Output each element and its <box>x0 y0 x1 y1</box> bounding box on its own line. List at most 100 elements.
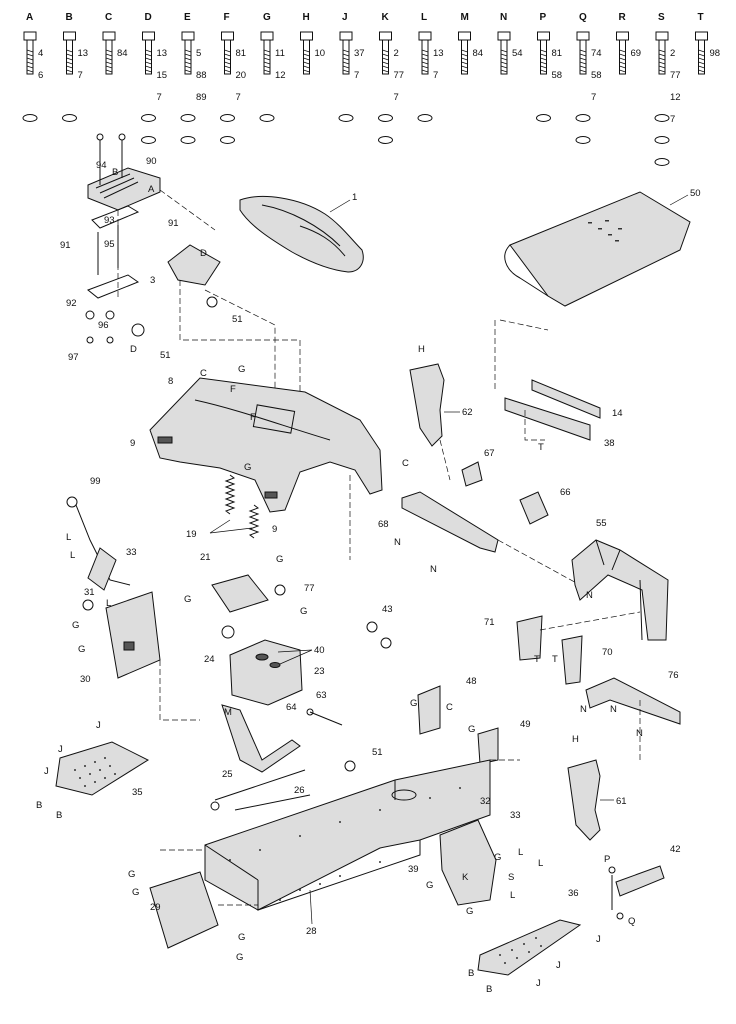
callout-71: 71 <box>484 617 495 628</box>
callout-77: 77 <box>304 583 315 594</box>
ref-N1: N <box>394 537 401 548</box>
hardware-item-number: 7 <box>394 92 399 103</box>
callout-24: 24 <box>204 654 215 665</box>
nut-washer-icon <box>141 114 156 122</box>
ref-S: S <box>508 872 514 883</box>
hardware-item-number: 20 <box>236 70 247 81</box>
nut-washer-icon <box>654 114 670 122</box>
hardware-part-icon <box>102 31 116 75</box>
callout-91b: 91 <box>168 218 179 229</box>
callout-28: 28 <box>306 926 317 937</box>
callout-23: 23 <box>314 666 325 677</box>
hardware-item-number: 88 <box>196 70 207 81</box>
assembly-lines <box>159 319 641 760</box>
rear-frame: 55 N <box>571 518 669 641</box>
hardware-part-icon <box>142 31 155 75</box>
ref-G16: G <box>236 952 243 963</box>
nut-washer-icon <box>220 114 235 122</box>
ref-G7: G <box>244 462 251 473</box>
hardware-letter: P <box>540 12 547 23</box>
hardware-part-icon <box>655 31 669 75</box>
callout-68: 68 <box>378 519 389 530</box>
hardware-letter: K <box>382 12 390 23</box>
ref-F2: F <box>250 412 256 423</box>
hardware-item-number: 4 <box>38 48 43 59</box>
hardware-letter: E <box>184 12 191 23</box>
hardware-letter: N <box>500 12 507 23</box>
hardware-item-number: 98 <box>710 48 721 59</box>
hardware-column-n: N54 <box>497 12 523 75</box>
ref-G8: G <box>410 698 417 709</box>
hardware-item-number: 7 <box>354 70 359 81</box>
callout-31: 31 <box>84 587 95 598</box>
hardware-part-icon <box>23 31 37 75</box>
rear-bumper-bar: 14 38 T <box>494 320 623 453</box>
handle-42: 42 P Q <box>604 844 681 927</box>
fuel-tank: 40 23 <box>229 639 325 706</box>
ref-B4: B <box>486 984 492 995</box>
ref-A: A <box>148 184 155 195</box>
hardware-item-number: 69 <box>631 48 642 59</box>
ref-J3: J <box>44 766 49 777</box>
callout-95: 95 <box>104 239 115 250</box>
ref-G4: G <box>78 644 85 655</box>
hardware-letter: M <box>461 12 469 23</box>
nut-washer-icon <box>536 114 551 122</box>
callout-3: 3 <box>150 275 155 286</box>
hardware-item-number: 7 <box>670 114 675 125</box>
callout-64: 64 <box>286 702 297 713</box>
callout-93: 93 <box>104 215 115 226</box>
right-lower-bracket: 32 33 39 K S L L L G G G <box>408 796 543 917</box>
ref-L2: L <box>70 550 75 561</box>
hardware-letter: R <box>619 12 627 23</box>
hardware-item-number: 12 <box>670 92 681 103</box>
nut-washer-icon <box>378 114 393 122</box>
rear-fender: 8 9 9 C G F F C <box>130 364 409 535</box>
ref-F1: F <box>230 384 236 395</box>
hardware-row: A46B137C84D13157E58889F81207G1112H10J377… <box>22 12 721 166</box>
hardware-part-icon <box>418 31 432 75</box>
callout-43: 43 <box>382 604 393 615</box>
left-panel-assembly: 99 33 31 30 L L L G G G <box>66 476 191 685</box>
hardware-column-a: A46 <box>22 12 43 122</box>
ref-G11: G <box>426 880 433 891</box>
ref-E: B <box>112 167 118 178</box>
callout-9b: 9 <box>272 524 277 535</box>
callout-94: 94 <box>96 160 107 171</box>
hardware-column-m: M84 <box>458 12 483 75</box>
hardware-part-icon <box>63 31 76 75</box>
ref-N5: N <box>610 704 617 715</box>
hardware-item-number: 89 <box>196 92 207 103</box>
hardware-letter: A <box>26 12 33 23</box>
callout-63: 63 <box>316 690 327 701</box>
callout-92: 92 <box>66 298 77 309</box>
ref-N3: N <box>586 590 593 601</box>
hardware-item-number: 11 <box>275 48 285 59</box>
nut-washer-icon <box>220 136 235 144</box>
callout-14: 14 <box>612 408 623 419</box>
hardware-letter: B <box>66 12 73 23</box>
hardware-part-icon <box>379 31 392 75</box>
ref-J4: J <box>596 934 601 945</box>
front-left-panel: 29 G G G G <box>128 869 258 963</box>
ref-T1: T <box>538 442 544 453</box>
hardware-item-number: 7 <box>591 92 596 103</box>
hardware-letter: T <box>698 12 704 23</box>
bracket-70: 70 T <box>539 611 641 685</box>
hardware-item-number: 84 <box>117 48 128 59</box>
nut-washer-icon <box>141 136 156 144</box>
callout-25: 25 <box>222 769 233 780</box>
hardware-letter: L <box>421 12 427 23</box>
hardware-column-t: T 98 <box>695 12 721 75</box>
hardware-letter: F <box>224 12 230 23</box>
callout-62: 62 <box>462 407 473 418</box>
ref-J2: J <box>58 744 63 755</box>
callout-39: 39 <box>408 864 419 875</box>
ref-G9: G <box>468 724 475 735</box>
hardware-item-number: 12 <box>275 70 286 81</box>
ref-G13: G <box>128 869 135 880</box>
hardware-item-number: 5 <box>196 48 201 59</box>
